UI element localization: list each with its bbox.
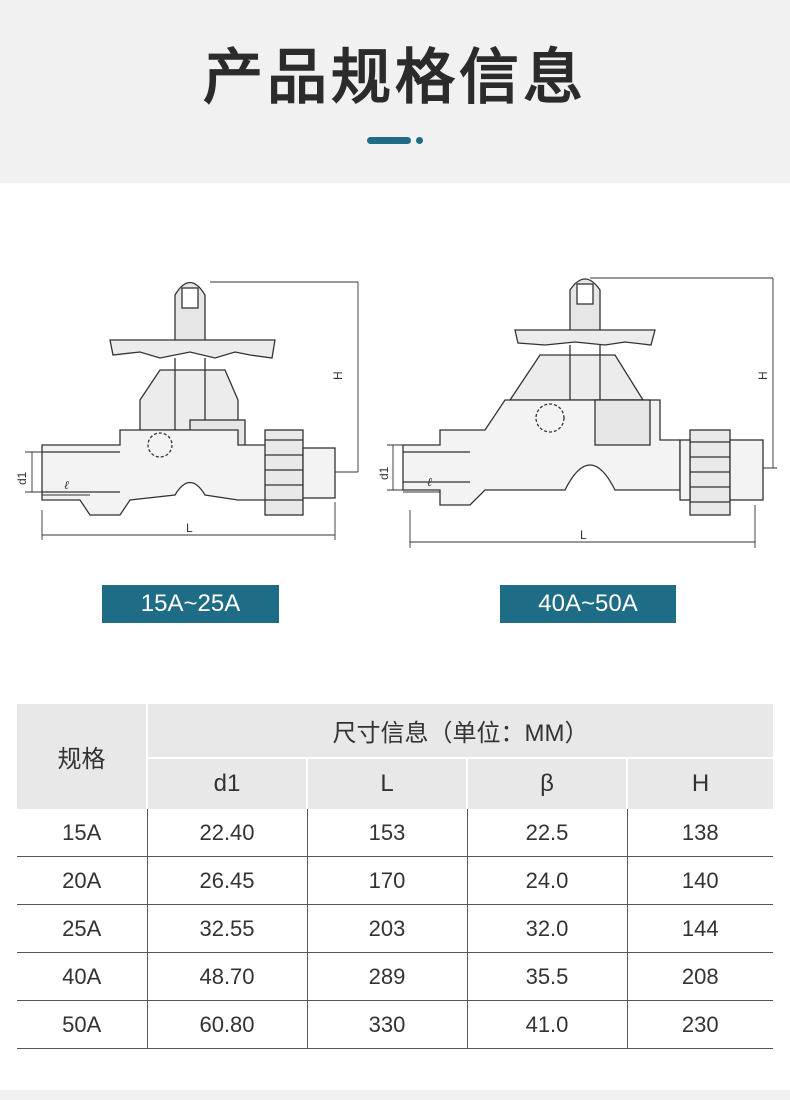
spec-table: 规格 尺寸信息（单位：MM） d1 L β H 15A 22.40 153 22… bbox=[17, 704, 774, 1049]
table-cell: 41.0 bbox=[466, 1000, 627, 1049]
table-row: 25A 32.55 203 32.0 144 bbox=[17, 904, 774, 953]
table-cell: 208 bbox=[626, 952, 774, 1001]
table-cell: 170 bbox=[306, 856, 467, 905]
dim-l-label: L bbox=[580, 528, 587, 542]
table-cell: 20A bbox=[17, 856, 147, 905]
table-cell: 230 bbox=[626, 1000, 774, 1049]
table-cell: 32.55 bbox=[146, 904, 307, 953]
table-cell: 289 bbox=[306, 952, 467, 1001]
valve-diagram-small: H d1 ℓ L bbox=[15, 281, 359, 540]
dim-d1-label: d1 bbox=[15, 471, 29, 485]
table-cell: 26.45 bbox=[146, 856, 307, 905]
dim-d1-label: d1 bbox=[377, 466, 391, 480]
title-dot bbox=[416, 137, 423, 144]
dim-l-label: L bbox=[186, 521, 193, 535]
column-header-beta: β bbox=[466, 758, 627, 809]
bottom-strip bbox=[0, 1090, 790, 1100]
table-cell: 50A bbox=[17, 1000, 147, 1049]
column-header-l: L bbox=[306, 758, 467, 809]
spec-column-header: 规格 bbox=[17, 704, 148, 809]
page-title: 产品规格信息 bbox=[203, 43, 587, 113]
table-cell: 22.5 bbox=[466, 809, 627, 857]
table-cell: 15A bbox=[17, 809, 147, 857]
table-cell: 153 bbox=[306, 809, 467, 857]
table-cell: 35.5 bbox=[466, 952, 627, 1001]
column-header-h: H bbox=[625, 758, 774, 809]
header-banner: 产品规格信息 bbox=[0, 0, 790, 183]
table-row: 15A 22.40 153 22.5 138 bbox=[17, 809, 774, 857]
table-cell: 60.80 bbox=[146, 1000, 307, 1049]
size-label-small: 15A~25A bbox=[102, 585, 279, 623]
table-cell: 203 bbox=[306, 904, 467, 953]
table-cell: 40A bbox=[17, 952, 147, 1001]
table-cell: 24.0 bbox=[466, 856, 627, 905]
table-row: 50A 60.80 330 41.0 230 bbox=[17, 1000, 774, 1049]
dim-h-label: H bbox=[756, 371, 770, 380]
dimension-group-header: 尺寸信息（单位：MM） bbox=[147, 704, 774, 759]
valve-diagram-large: H d1 ℓ L bbox=[377, 277, 777, 548]
dim-ell-label: ℓ bbox=[64, 478, 69, 492]
column-header-d1: d1 bbox=[147, 758, 307, 809]
table-cell: 138 bbox=[626, 809, 774, 857]
table-cell: 25A bbox=[17, 904, 147, 953]
table-cell: 330 bbox=[306, 1000, 467, 1049]
table-cell: 48.70 bbox=[146, 952, 307, 1001]
dim-h-label: H bbox=[331, 371, 345, 380]
title-underline bbox=[367, 137, 411, 144]
dim-ell-label: ℓ bbox=[427, 475, 432, 489]
table-cell: 144 bbox=[626, 904, 774, 953]
table-cell: 32.0 bbox=[466, 904, 627, 953]
size-label-large: 40A~50A bbox=[500, 585, 676, 623]
table-row: 20A 26.45 170 24.0 140 bbox=[17, 856, 774, 905]
table-cell: 22.40 bbox=[146, 809, 307, 857]
table-row: 40A 48.70 289 35.5 208 bbox=[17, 952, 774, 1001]
table-cell: 140 bbox=[626, 856, 774, 905]
